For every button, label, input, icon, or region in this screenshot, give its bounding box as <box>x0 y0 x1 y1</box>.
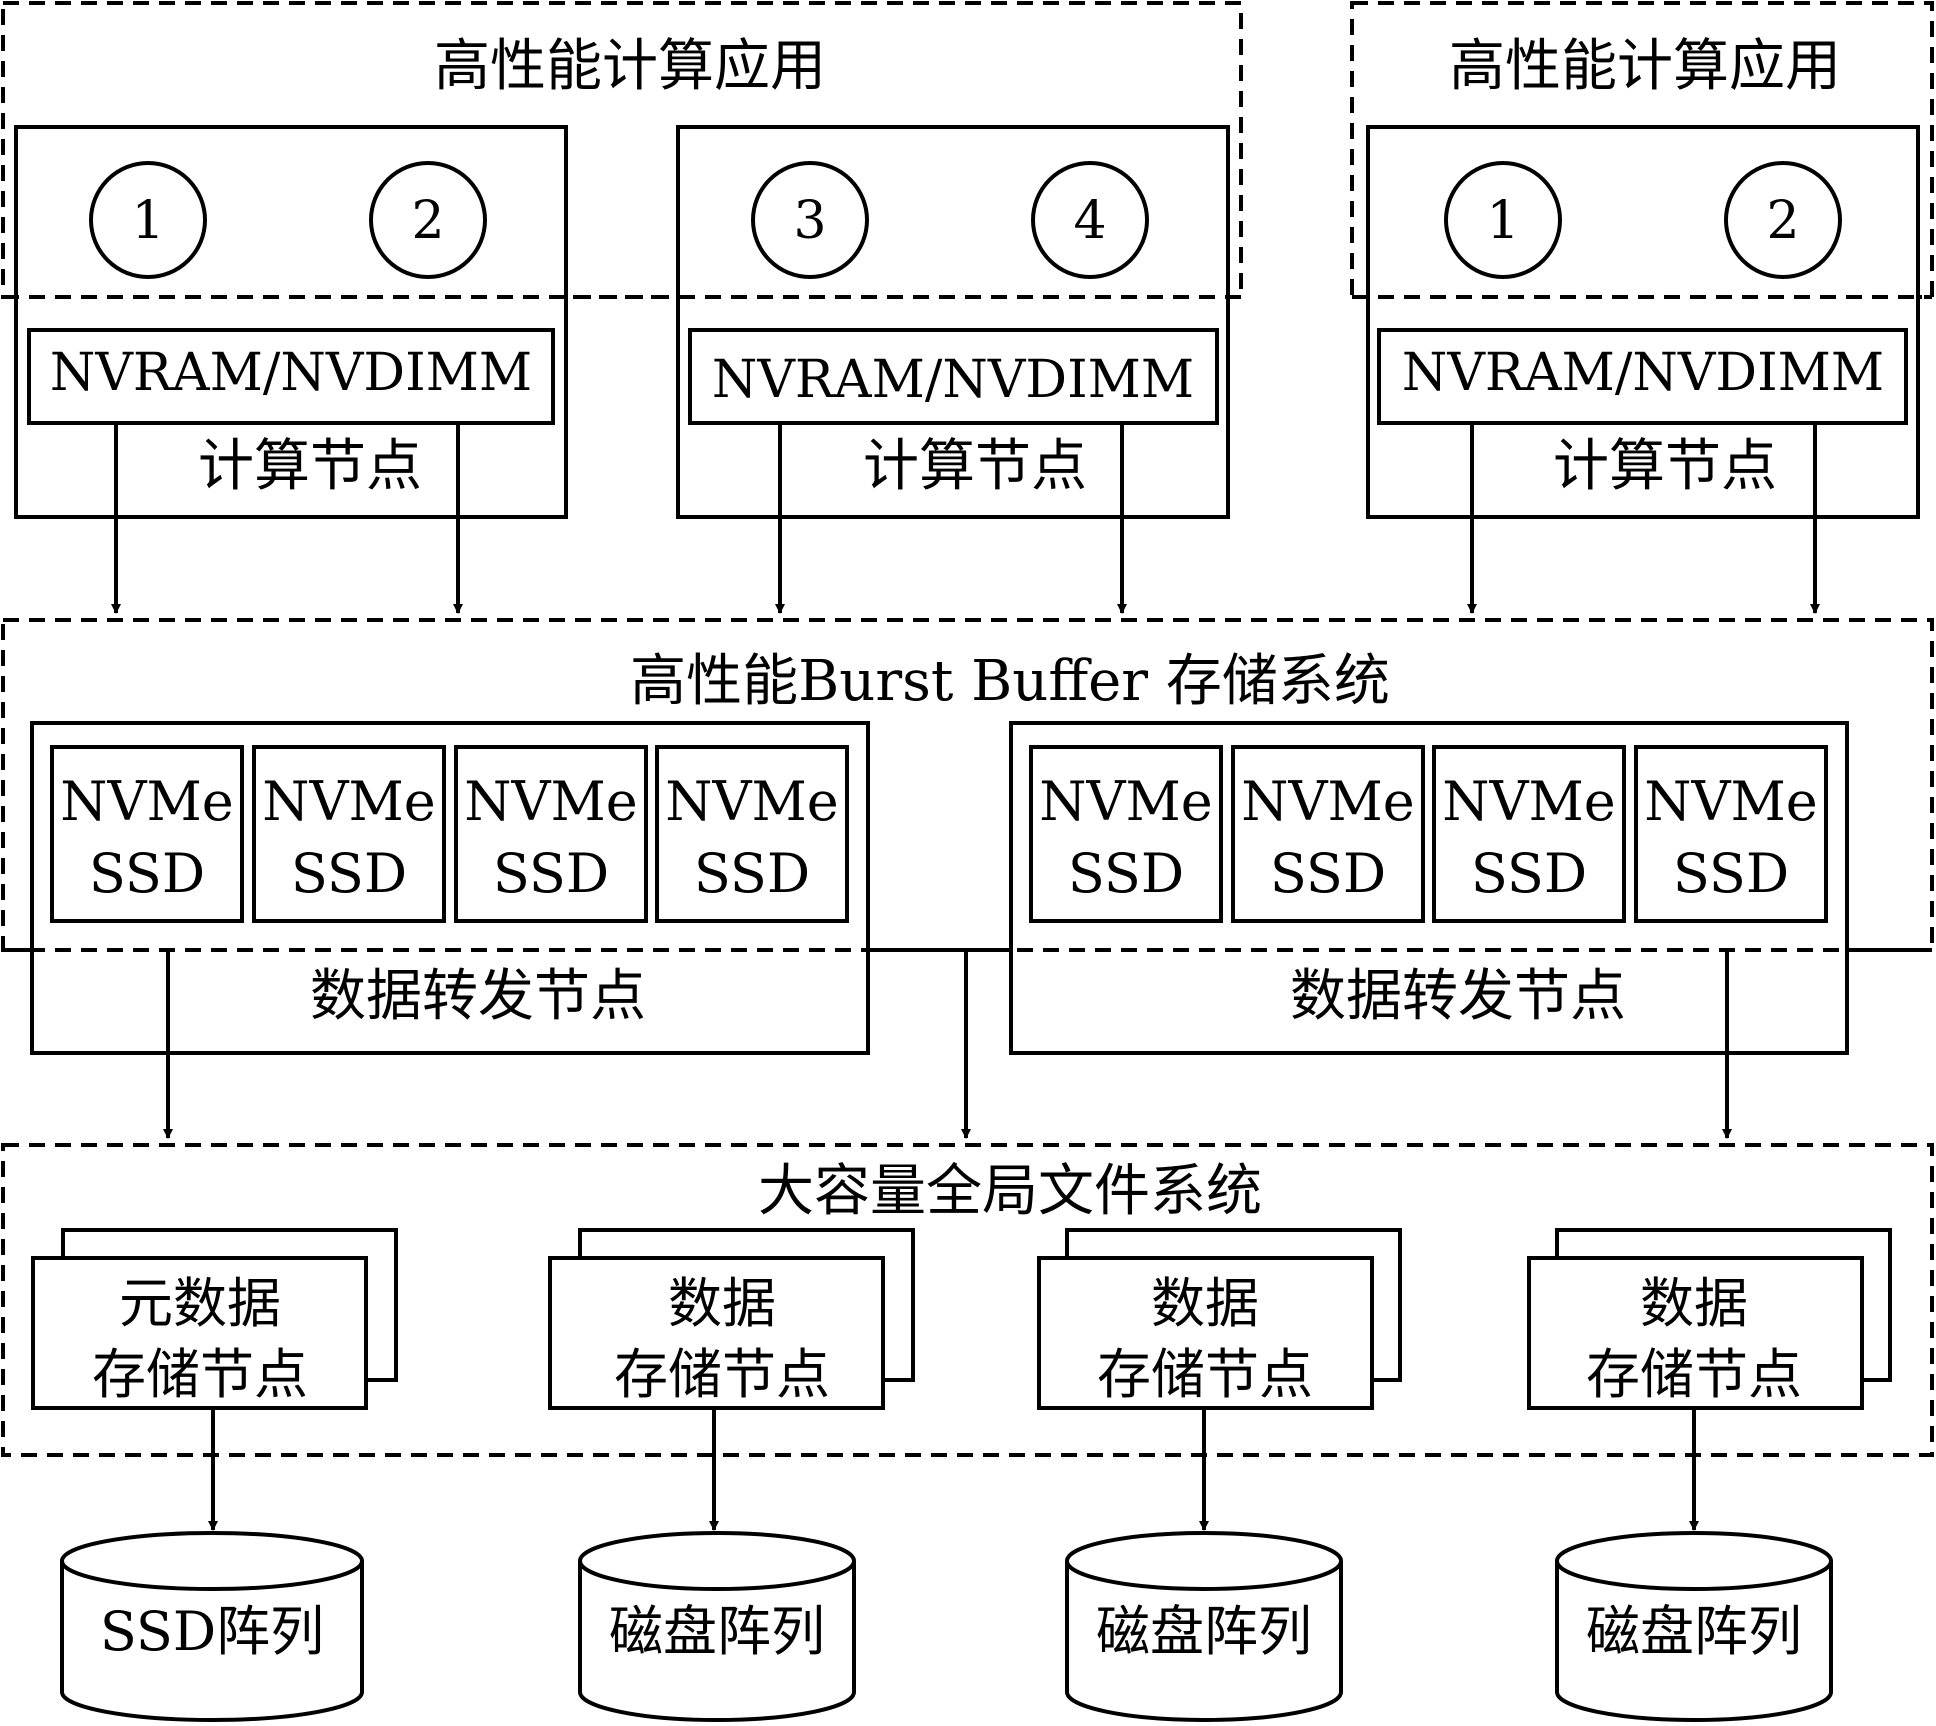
nvme-ssd: NVMe SSD <box>454 745 648 923</box>
svg-text:NVMe: NVMe <box>60 770 234 833</box>
nvram-box <box>688 328 1219 425</box>
forwarding-node: NVMe SSD NVMe SSD NVMe SSD NVMe SSD 数据转发… <box>1009 721 1849 1055</box>
process-circle <box>751 161 869 279</box>
compute-node: 3 4 NVRAM/NVDIMM 计算节点 <box>676 125 1230 519</box>
nvram-box <box>1377 328 1908 425</box>
nvme-ssd: NVMe SSD <box>1029 745 1223 923</box>
svg-text:NVMe: NVMe <box>1241 770 1415 833</box>
svg-text:SSD: SSD <box>1673 842 1789 905</box>
storage-array: SSD阵列 <box>60 1531 364 1722</box>
svg-text:存储节点: 存储节点 <box>92 1343 308 1406</box>
nvme-ssd: NVMe SSD <box>252 745 446 923</box>
arrows-bb-to-fs <box>163 948 1732 1139</box>
global-fs-title: 大容量全局文件系统 <box>758 1159 1262 1224</box>
forwarding-node: NVMe SSD NVMe SSD NVMe SSD NVMe SSD 数据转发… <box>30 721 870 1055</box>
nvram-box <box>27 328 555 425</box>
nvme-ssd: NVMe SSD <box>1231 745 1425 923</box>
process-circle <box>1031 161 1149 279</box>
process-label: 3 <box>793 191 826 251</box>
svg-text:NVMe: NVMe <box>262 770 436 833</box>
svg-text:数据: 数据 <box>1151 1272 1259 1335</box>
compute-node-label: 计算节点 <box>1553 434 1777 499</box>
process-label: 4 <box>1073 191 1106 251</box>
process-label: 2 <box>1766 191 1799 251</box>
svg-text:SSD: SSD <box>1068 842 1184 905</box>
hpc-app-title-right: 高性能计算应用 <box>1449 34 1841 99</box>
svg-text:元数据: 元数据 <box>119 1272 281 1335</box>
arrows-compute-to-bb <box>111 423 1820 614</box>
process-circle <box>1724 161 1842 279</box>
process-circle <box>1444 161 1562 279</box>
svg-text:存储节点: 存储节点 <box>1097 1343 1313 1406</box>
svg-text:磁盘阵列: 磁盘阵列 <box>609 1600 825 1663</box>
svg-text:NVMe: NVMe <box>665 770 839 833</box>
svg-text:SSD: SSD <box>1471 842 1587 905</box>
burst-buffer-title: 高性能Burst Buffer 存储系统 <box>630 649 1390 714</box>
compute-node: 1 2 NVRAM/NVDIMM 计算节点 <box>1366 125 1920 519</box>
forwarding-node-label: 数据转发节点 <box>310 964 646 1029</box>
svg-text:NVMe: NVMe <box>1644 770 1818 833</box>
svg-text:SSD: SSD <box>89 842 205 905</box>
process-label: 1 <box>1486 191 1519 251</box>
nvme-ssd: NVMe SSD <box>50 745 244 923</box>
svg-text:数据: 数据 <box>668 1272 776 1335</box>
process-label: 2 <box>411 191 444 251</box>
nvme-ssd: NVMe SSD <box>1432 745 1626 923</box>
svg-text:NVMe: NVMe <box>1442 770 1616 833</box>
svg-text:SSD: SSD <box>1270 842 1386 905</box>
svg-text:SSD阵列: SSD阵列 <box>100 1600 324 1663</box>
storage-array: 磁盘阵列 <box>578 1531 856 1722</box>
nvme-ssd: NVMe SSD <box>1634 745 1828 923</box>
svg-text:存储节点: 存储节点 <box>1586 1343 1802 1406</box>
svg-text:SSD: SSD <box>493 842 609 905</box>
svg-text:NVMe: NVMe <box>464 770 638 833</box>
storage-array: 磁盘阵列 <box>1555 1531 1833 1722</box>
hpc-app-region-left <box>1 1 1243 299</box>
process-label: 1 <box>131 191 164 251</box>
compute-node-label: 计算节点 <box>198 434 422 499</box>
storage-array: 磁盘阵列 <box>1065 1531 1343 1722</box>
svg-text:SSD: SSD <box>694 842 810 905</box>
svg-text:数据: 数据 <box>1640 1272 1748 1335</box>
svg-text:磁盘阵列: 磁盘阵列 <box>1586 1600 1802 1663</box>
memory-label: NVRAM/NVDIMM <box>1402 343 1884 403</box>
storage-node: 数据 存储节点 <box>1527 1228 1892 1410</box>
storage-node: 元数据 存储节点 <box>31 1228 398 1410</box>
storage-node: 数据 存储节点 <box>1037 1228 1402 1410</box>
forwarding-node-label: 数据转发节点 <box>1290 964 1626 1029</box>
compute-node: 1 2 NVRAM/NVDIMM 计算节点 <box>14 125 568 519</box>
nvme-ssd: NVMe SSD <box>655 745 849 923</box>
hpc-app-region-right <box>1350 1 1934 299</box>
svg-text:存储节点: 存储节点 <box>614 1343 830 1406</box>
memory-label: NVRAM/NVDIMM <box>712 350 1194 410</box>
arrows-fs-to-arrays <box>208 1408 1699 1531</box>
storage-node: 数据 存储节点 <box>548 1228 915 1410</box>
compute-node-label: 计算节点 <box>863 434 1087 499</box>
process-circle <box>369 161 487 279</box>
svg-text:SSD: SSD <box>291 842 407 905</box>
burst-buffer-region <box>1 618 1934 952</box>
hpc-app-title-left: 高性能计算应用 <box>434 34 826 99</box>
process-circle <box>89 161 207 279</box>
svg-text:磁盘阵列: 磁盘阵列 <box>1096 1600 1312 1663</box>
memory-label: NVRAM/NVDIMM <box>50 343 532 403</box>
svg-text:NVMe: NVMe <box>1039 770 1213 833</box>
global-fs-region <box>1 1143 1934 1457</box>
